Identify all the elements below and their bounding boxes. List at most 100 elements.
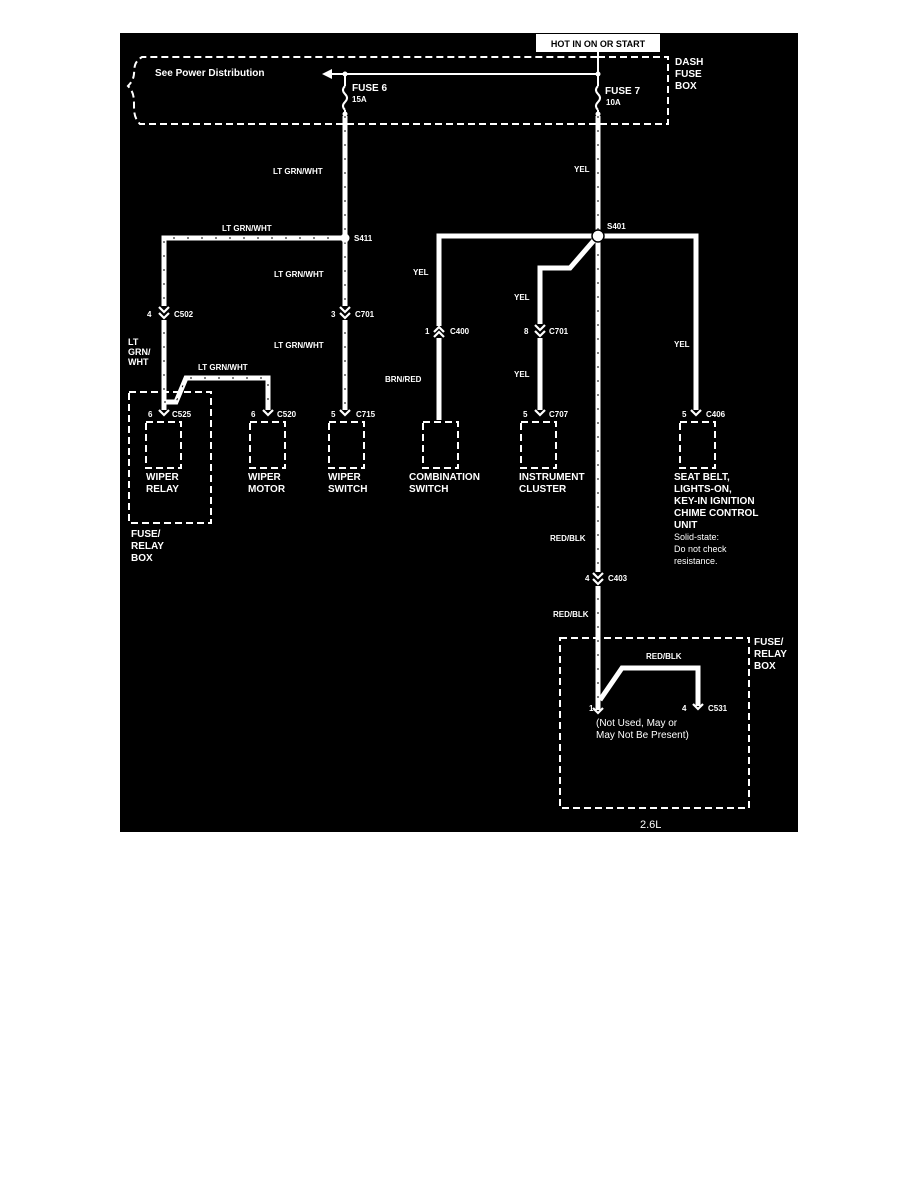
- wire-label-redblk-1: RED/BLK: [550, 534, 586, 543]
- c520-name: C520: [277, 410, 297, 419]
- c715-name: C715: [356, 410, 376, 419]
- c406-name: C406: [706, 410, 726, 419]
- wire-label-yel-cluster1: YEL: [514, 293, 530, 302]
- c701-left-pin: 3: [331, 310, 336, 319]
- yel-wires: [436, 116, 701, 710]
- c531-name: C531: [708, 704, 728, 713]
- fuse-relay-box-left-3: BOX: [131, 553, 153, 564]
- c520-connector-icon: [262, 409, 274, 417]
- wiper-switch-label-1: WIPER: [328, 472, 362, 483]
- fuse-6-rating: 15A: [352, 95, 367, 104]
- wiper-motor-label-1: WIPER: [248, 472, 282, 483]
- c531-pin4: 4: [682, 704, 687, 713]
- instrument-cluster-label-2: CLUSTER: [519, 484, 567, 495]
- instrument-cluster-label-1: INSTRUMENT: [519, 472, 585, 483]
- c525-name: C525: [172, 410, 192, 419]
- c403-pin: 4: [585, 574, 590, 583]
- wire-label-ltgrnwht-relay: LT GRN/WHT: [198, 363, 248, 372]
- c531-pin1: 1: [589, 704, 594, 713]
- splice-s411: [340, 233, 350, 243]
- wire-label-ltgrnwht-branch: LT GRN/WHT: [222, 224, 272, 233]
- connector-c701-right: [534, 324, 546, 338]
- chime-unit-label-4: CHIME CONTROL: [674, 508, 758, 519]
- ltgrnwht-wires: [161, 116, 348, 410]
- wire-label-ltgrnwht-mid: LT GRN/WHT: [274, 270, 324, 279]
- wire-label-yel-right: YEL: [674, 340, 690, 349]
- wiper-relay-label-2: RELAY: [146, 484, 179, 495]
- c502-name: C502: [174, 310, 194, 319]
- chime-unit-label-3: KEY-IN IGNITION: [674, 496, 755, 507]
- combination-switch-label-1: COMBINATION: [409, 472, 480, 483]
- c400-name: C400: [450, 327, 470, 336]
- wiper-switch-label-2: SWITCH: [328, 484, 367, 495]
- chime-unit-box: [679, 421, 716, 469]
- c531-note-1: (Not Used, May or: [596, 718, 678, 729]
- wire-label-redblk-3: RED/BLK: [646, 652, 682, 661]
- fuse-6-name: FUSE 6: [352, 83, 387, 94]
- chime-unit-note-3: resistance.: [674, 556, 718, 566]
- dash-fuse-box-label-1: DASH: [675, 57, 703, 68]
- fuse-relay-box-right-3: BOX: [754, 661, 776, 672]
- connector-c400: [433, 325, 445, 338]
- splice-s411-label: S411: [354, 234, 373, 243]
- c715-connector-icon: [339, 409, 351, 417]
- connector-c403: [592, 572, 604, 586]
- fuse-6: [342, 71, 348, 118]
- fuse-relay-box-right-outline: [559, 637, 750, 809]
- c406-pin: 5: [682, 410, 687, 419]
- power-arrow-icon: [322, 69, 332, 79]
- chime-unit-note-1: Solid-state:: [674, 532, 719, 542]
- c715-pin: 5: [331, 410, 336, 419]
- wiper-relay-label-1: WIPER: [146, 472, 180, 483]
- wire-label-yel-top: YEL: [574, 165, 590, 174]
- c701-right-name: C701: [549, 327, 569, 336]
- hot-label-box: [536, 34, 660, 52]
- fuse-relay-box-right-1: FUSE/: [754, 637, 784, 648]
- hot-label: HOT IN ON OR START: [551, 39, 646, 49]
- c406-connector-icon: [690, 409, 702, 417]
- wire-label-left-1: LT: [128, 337, 139, 347]
- c701-left-name: C701: [355, 310, 375, 319]
- fuse-relay-box-right-2: RELAY: [754, 649, 787, 660]
- connector-c701-left: [339, 306, 351, 320]
- c525-connector-icon: [158, 409, 170, 417]
- wire-label-redblk-2: RED/BLK: [553, 610, 589, 619]
- engine-label: 2.6L: [640, 819, 661, 831]
- c400-pin: 1: [425, 327, 430, 336]
- wire-label-left-2: GRN/: [128, 347, 151, 357]
- fuse-relay-box-left-2: RELAY: [131, 541, 164, 552]
- dash-fuse-box-label-3: BOX: [675, 81, 697, 92]
- fuse-7-name: FUSE 7: [605, 86, 640, 97]
- wiper-motor-box: [249, 421, 286, 469]
- c531-note-2: May Not Be Present): [596, 730, 689, 741]
- fuse-7-rating: 10A: [606, 98, 621, 107]
- wire-label-ltgrnwht-lower: LT GRN/WHT: [274, 341, 324, 350]
- wire-label-yel-cluster2: YEL: [514, 370, 530, 379]
- c707-name: C707: [549, 410, 569, 419]
- fuse-relay-box-left-1: FUSE/: [131, 529, 161, 540]
- chime-unit-label-2: LIGHTS-ON,: [674, 484, 732, 495]
- chime-unit-note-2: Do not check: [674, 544, 727, 554]
- combination-switch-box: [422, 421, 459, 469]
- wiper-switch-box: [328, 421, 365, 469]
- wiper-relay-box: [145, 421, 182, 469]
- instrument-cluster-box: [520, 421, 557, 469]
- c707-pin: 5: [523, 410, 528, 419]
- c525-pin: 6: [148, 410, 153, 419]
- wire-label-ltgrnwht-top: LT GRN/WHT: [273, 167, 323, 176]
- splice-s401-label: S401: [607, 222, 626, 231]
- dash-fuse-box-label-2: FUSE: [675, 69, 702, 80]
- wire-label-yel-left: YEL: [413, 268, 429, 277]
- power-distribution-ref: See Power Distribution: [155, 68, 264, 79]
- c520-pin: 6: [251, 410, 256, 419]
- dash-fuse-box-outline: [126, 56, 669, 125]
- wire-label-left-3: WHT: [128, 357, 149, 367]
- fuse-7: [595, 71, 601, 118]
- c531-pin4-icon: [692, 703, 704, 711]
- wiper-motor-label-2: MOTOR: [248, 484, 286, 495]
- c531-pin1-icon: [592, 707, 604, 715]
- splice-s401: [591, 229, 605, 243]
- fuse-relay-box-left-outline: [128, 391, 212, 524]
- connector-c502: [158, 306, 170, 320]
